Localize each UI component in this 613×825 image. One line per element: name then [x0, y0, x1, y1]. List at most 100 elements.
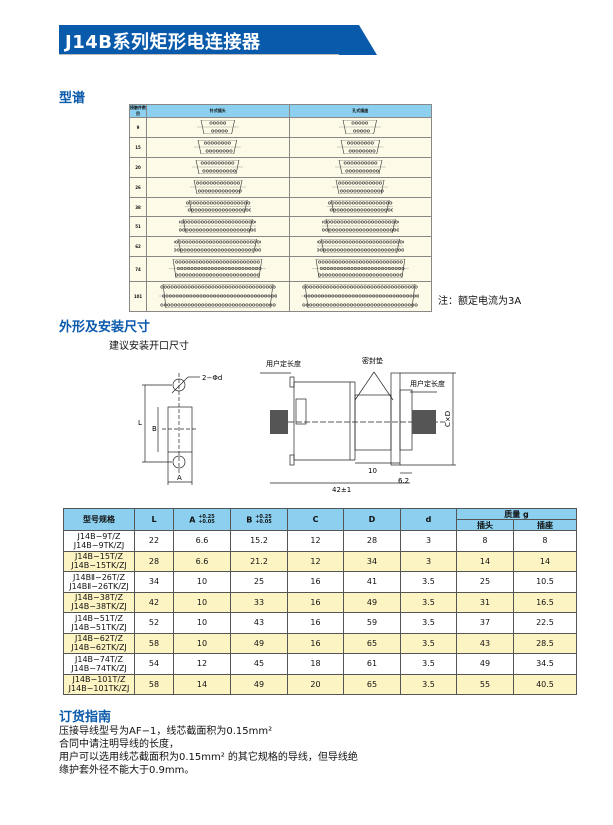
L-cell: 54 [134, 653, 174, 675]
C-cell: 18 [287, 653, 344, 675]
B-cell: 45 [230, 653, 288, 675]
B-cell: 21.2 [230, 550, 288, 572]
socket-drawing [288, 117, 432, 138]
A-cell: 6.6 [173, 550, 231, 572]
col-header: 孔式插座 [288, 104, 432, 118]
table-row: 20 [129, 157, 432, 178]
table-row: 101 [129, 281, 432, 312]
L-cell: 52 [134, 612, 174, 634]
order-line: 缘护套外径不能大于0.9mm。 [59, 765, 195, 776]
B-label: B [152, 425, 157, 433]
plug-drawing [146, 157, 290, 178]
socket-drawing [288, 236, 432, 257]
B-cell: 49 [230, 632, 288, 654]
socket-drawing [288, 137, 432, 158]
col-header: 插头 [456, 519, 514, 531]
L-cell: 58 [134, 632, 174, 654]
socket-cell: 10.5 [512, 571, 578, 593]
socket-drawing [288, 281, 432, 312]
table-row: 51 [129, 216, 432, 237]
socket-cell: 14 [512, 550, 578, 572]
contact-count: 101 [129, 281, 147, 312]
plug-drawing [146, 216, 290, 237]
socket-drawing [288, 256, 432, 282]
L-cell: 42 [134, 591, 174, 613]
D-cell: 34 [343, 550, 401, 572]
contact-count: 74 [129, 256, 147, 282]
table-row: 15 [129, 137, 432, 158]
A-cell: 12 [173, 653, 231, 675]
plug-drawing [146, 117, 290, 138]
title-banner: J14B系列矩形电连接器 [59, 25, 377, 55]
D-cell: 65 [343, 673, 401, 695]
plug-drawing [146, 137, 290, 158]
socket-cell: 16.5 [512, 591, 578, 613]
user-length-label-2: 用户定长度 [410, 379, 445, 388]
col-header: D [343, 508, 401, 531]
rated-current-note: 注：额定电流为3A [438, 296, 522, 307]
table-row: 9 [129, 117, 432, 138]
L-cell: 22 [134, 530, 174, 552]
table-row: 74 [129, 256, 432, 282]
col-header: d [400, 508, 457, 531]
col-header-mass: 质量 g [456, 508, 577, 520]
dim-42: 42±1 [332, 486, 351, 494]
A-cell: 6.6 [173, 530, 231, 552]
d-cell: 3.5 [400, 571, 457, 593]
seal-label: 密封垫 [362, 356, 383, 365]
D-cell: 61 [343, 653, 401, 675]
section-order-heading: 订货指南 [59, 710, 112, 725]
D-cell: 65 [343, 632, 401, 654]
socket-cell: 22.5 [512, 612, 578, 634]
plug-cell: 43 [456, 632, 514, 654]
hole-label: 2−Φd [202, 374, 222, 382]
C-cell: 12 [287, 530, 344, 552]
A-cell: 10 [173, 591, 231, 613]
col-header: B +0.25+0.05 [230, 508, 288, 531]
contact-count: 38 [129, 197, 147, 217]
col-header: L [134, 508, 174, 531]
contact-count: 15 [129, 137, 147, 158]
L-cell: 58 [134, 673, 174, 695]
A-cell: 10 [173, 632, 231, 654]
socket-cell: 40.5 [512, 673, 578, 695]
plug-cell: 8 [456, 530, 514, 552]
socket-drawing [288, 177, 432, 198]
col-header: 型号规格 [63, 508, 135, 531]
B-cell: 49 [230, 673, 288, 695]
socket-drawing [288, 216, 432, 237]
divider [59, 54, 339, 55]
table-row: 26 [129, 177, 432, 198]
A-label: A [177, 474, 182, 482]
order-guide: 压接导线型号为AF−1，线芯截面积为0.15mm² 合同中请注明导线的长度， 用… [59, 725, 358, 777]
C-cell: 16 [287, 571, 344, 593]
contact-count: 51 [129, 216, 147, 237]
d-cell: 3.5 [400, 632, 457, 654]
dim-10: 10 [368, 467, 377, 475]
plug-cell: 37 [456, 612, 514, 634]
socket-drawing [288, 157, 432, 178]
L-cell: 34 [134, 571, 174, 593]
table-row: 62 [129, 236, 432, 257]
d-cell: 3.5 [400, 591, 457, 613]
B-cell: 43 [230, 612, 288, 634]
d-cell: 3.5 [400, 612, 457, 634]
plug-drawing [146, 281, 290, 312]
contact-count: 9 [129, 117, 147, 138]
d-cell: 3 [400, 530, 457, 552]
d-cell: 3.5 [400, 653, 457, 675]
contact-count: 62 [129, 236, 147, 257]
